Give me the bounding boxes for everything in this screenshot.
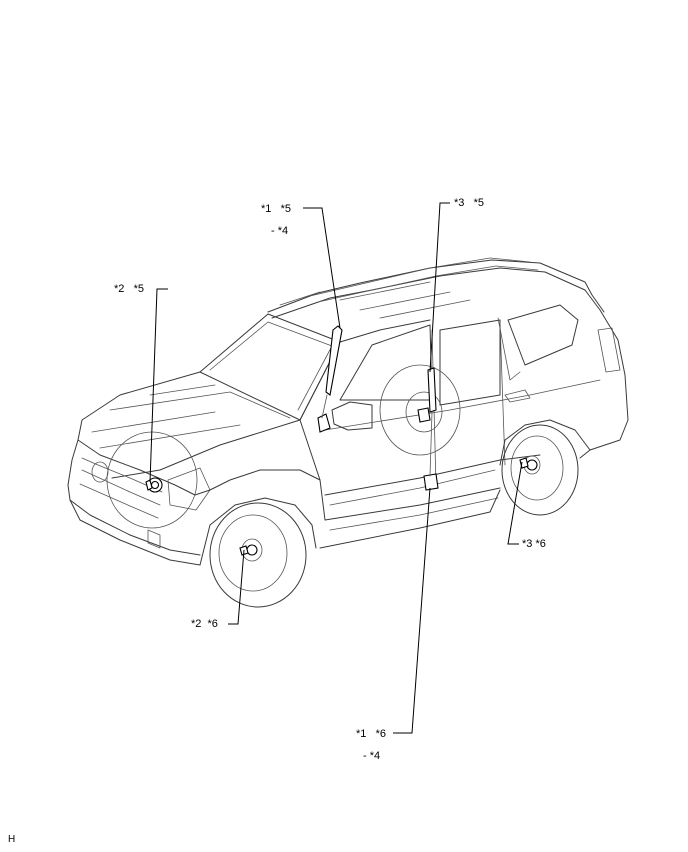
rear-pillar-part (417, 367, 439, 491)
callout-rear-wheel: *3 *6 (522, 538, 546, 550)
leader-lines (149, 202, 523, 734)
callout-front-upper: *1 *5 (261, 203, 291, 215)
front-wheel (209, 502, 307, 608)
front-wheel-part (239, 544, 258, 556)
callout-lower-center-sub: - *4 (363, 750, 381, 762)
rear-wheel-part (519, 457, 538, 471)
callout-front-upper-sub: - *4 (271, 225, 289, 237)
callout-lower-center: *1 *6 (356, 728, 386, 740)
rear-wheel (501, 424, 579, 516)
vehicle-body (67, 257, 629, 566)
front-fender-part (145, 477, 163, 493)
front-pillar-part (317, 325, 343, 433)
callout-front-wheel: *2 *6 (191, 618, 218, 630)
callout-rear-upper: *3 *5 (454, 197, 484, 209)
door-speaker-outline (379, 364, 461, 456)
figure-corner-mark: H (8, 834, 16, 845)
callout-front-fender: *2 *5 (114, 283, 144, 295)
